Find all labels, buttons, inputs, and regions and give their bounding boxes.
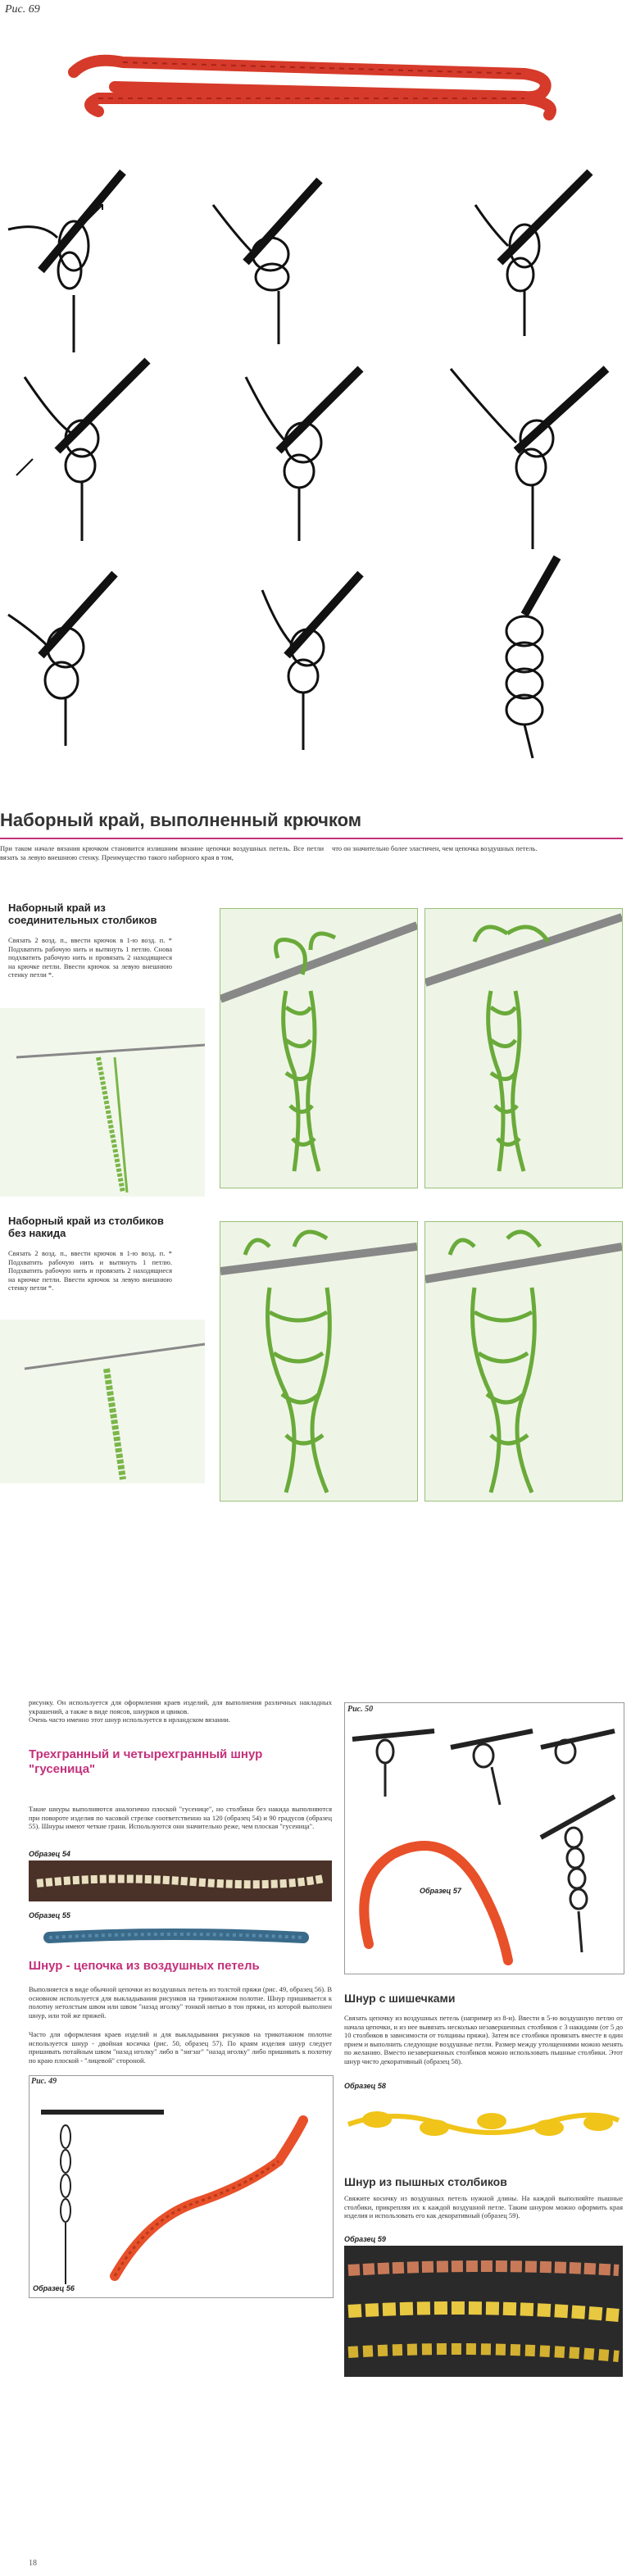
heading-cones-cord: Шнур с шишечками	[344, 1992, 456, 2005]
figure-50-image	[352, 1729, 616, 1965]
sample-59-label: Образец 59	[344, 2235, 386, 2243]
section2-text: Связать 2 возд. п., ввести крючок в 1-ю …	[8, 1249, 172, 1292]
cones-cord-text: Связать цепочку из воздушных петель (нап…	[344, 2014, 623, 2065]
sample-55-label: Образец 55	[29, 1911, 70, 1920]
sample-57-label: Образец 57	[420, 1887, 461, 1895]
sample-58-image	[347, 2111, 620, 2136]
figure-49-image	[41, 2110, 308, 2284]
intro-right-text: что он значительно более эластичен, чем …	[332, 844, 538, 852]
figure-50-box	[344, 1702, 624, 1974]
green-sample-2	[0, 1320, 206, 1483]
puff-cord-text: Свяжите косичку из воздушных петель нужн…	[344, 2194, 623, 2219]
sample-56-label: Образец 56	[33, 2284, 75, 2292]
sample-54-image	[29, 1860, 332, 1901]
green-sample-1	[0, 1008, 206, 1197]
crochet-steps-illustration	[7, 169, 610, 759]
heading-puff-cord: Шнур из пышных столбиков	[344, 2175, 507, 2188]
sample-54-label: Образец 54	[29, 1850, 70, 1858]
page-number: 18	[29, 2559, 37, 2568]
figure-50-label: Рис. 50	[347, 1705, 374, 1714]
heading-gusenitsa: Трехгранный и четырехгранный шнур "гусен…	[29, 1747, 263, 1776]
sample-55-image	[43, 1929, 309, 1943]
figure-49-label: Рис. 49	[31, 2077, 57, 2086]
diagram-panel-4	[424, 1221, 623, 1502]
diagram-panel-1	[220, 908, 418, 1188]
top-paragraph-line2: Очень часто именно этот шнур используетс…	[29, 1715, 230, 1724]
section2-heading: Наборный край из столбиков без накида	[8, 1215, 164, 1239]
page-title: Наборный край, выполненный крючком	[0, 810, 362, 830]
chain-cord-text: Выполняется в виде обычной цепочки из во…	[29, 1985, 332, 2019]
title-underline	[0, 838, 623, 839]
red-cord-image	[68, 54, 556, 120]
diagram-panel-2	[424, 908, 623, 1188]
double-braid-text: Часто для оформления краев изделий и для…	[29, 2030, 332, 2065]
figure-label-69: Рис. 69	[5, 3, 40, 16]
top-paragraph: рисунку. Он используется для оформления …	[29, 1698, 332, 1724]
section1-heading: Наборный край из соединительных столбико…	[8, 902, 157, 926]
top-paragraph-line1: рисунку. Он используется для оформления …	[29, 1698, 332, 1715]
page-section-2: рисунку. Он используется для оформления …	[0, 1698, 631, 2576]
intro-left-text: При таком начале вязания крючком станови…	[0, 844, 324, 861]
sample-59-image	[344, 2246, 623, 2377]
heading-chain-cord: Шнур - цепочка из воздушных петель	[29, 1959, 260, 1973]
sample-58-label: Образец 58	[344, 2082, 386, 2090]
diagram-panel-3	[220, 1221, 418, 1502]
gusenitsa-text: Такие шнуры выполняются аналогично плоск…	[29, 1805, 332, 1830]
page-section-1: Наборный край, выполненный крючком При т…	[0, 795, 631, 1533]
section1-text: Связать 2 возд. п., ввести крючок в 1-ю …	[8, 936, 172, 979]
